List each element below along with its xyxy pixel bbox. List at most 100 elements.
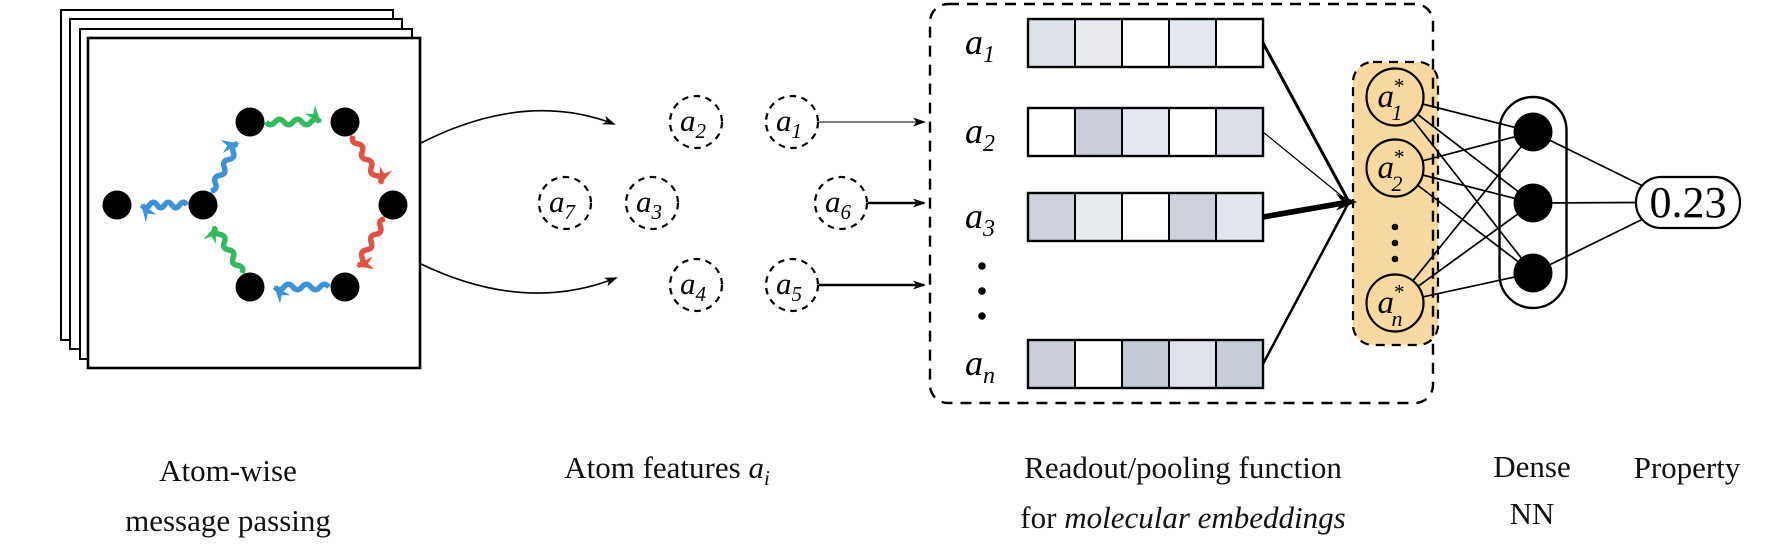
- embedding-row-label-sub: 1: [983, 42, 995, 68]
- curved-arrow-top: [420, 109, 616, 144]
- atom-feature-label: a6: [825, 184, 852, 224]
- atom-feature-circle: [764, 94, 820, 150]
- caption-readout-line2-italic: molecular embeddings: [1064, 500, 1346, 535]
- embedding-cell: [1074, 339, 1123, 389]
- embedding-row-label: a1: [965, 22, 995, 68]
- pooled-ellipsis-dot: [1391, 223, 1399, 231]
- embedding-cell: [1215, 107, 1264, 157]
- embedding-row-label-base: a: [965, 196, 983, 236]
- curved-arrow-bottom: [420, 263, 618, 294]
- caption-readout: Readout/pooling function for molecular e…: [953, 443, 1413, 543]
- atom-feature-label-base: a: [776, 266, 792, 301]
- embedding-row-label-base: a: [965, 343, 983, 383]
- embedding-cell: [1121, 192, 1170, 242]
- caption-atom-features-sub: i: [763, 466, 770, 491]
- pooled-label-base: a: [1378, 285, 1395, 321]
- atom-feature-label-sub: 3: [651, 200, 663, 224]
- caption-message-passing-line2: message passing: [125, 503, 331, 538]
- pooled-embeddings: a*1a*2a*n: [1351, 60, 1440, 347]
- embedding-cell: [1168, 18, 1217, 68]
- property-pill: [1634, 175, 1742, 230]
- output-line: [1532, 131, 1644, 187]
- pooled-circle: [1365, 273, 1425, 333]
- atom-feature-circle: [764, 257, 820, 313]
- atom-feature-label-sub: 4: [696, 282, 707, 306]
- pooled-circle-label: a*2: [1378, 145, 1405, 196]
- curved-arrows: [420, 109, 618, 294]
- embedding-row-label: an: [965, 343, 995, 389]
- embedding-cell: [1027, 339, 1076, 389]
- atom-feature-circle: [668, 94, 724, 150]
- pooled-label-sup: *: [1394, 145, 1405, 169]
- dense-node: [1513, 112, 1553, 152]
- atom-node: [378, 190, 408, 220]
- pooled-circle: [1365, 67, 1425, 127]
- atom-feature-label: a7: [549, 184, 577, 224]
- pooled-circle-label: a*n: [1378, 280, 1405, 331]
- atom-feature-label: a3: [636, 184, 662, 224]
- embedding-cell: [1168, 339, 1217, 389]
- nn-connection-line: [1417, 113, 1534, 204]
- atom-feature-circle: [624, 175, 680, 231]
- nn-connection-line: [1412, 131, 1534, 282]
- row-pooling-line: [1262, 199, 1350, 220]
- caption-atom-features-base: a: [748, 450, 764, 485]
- atom-feature-label-base: a: [680, 103, 696, 138]
- nn-connection-line: [1411, 118, 1534, 274]
- bond-arrow-blue: [272, 281, 332, 304]
- caption-dense-nn: Dense NN: [1432, 443, 1632, 537]
- atom-feature-label-base: a: [776, 103, 792, 138]
- dense-node: [1513, 183, 1553, 223]
- caption-property: Property: [1633, 450, 1741, 485]
- embedding-cell: [1215, 192, 1264, 242]
- row-pooling-line: [1262, 131, 1350, 203]
- pooled-label-base: a: [1378, 79, 1395, 115]
- property-output: 0.23: [1634, 175, 1742, 230]
- pooled-label-sup: *: [1394, 280, 1405, 304]
- readout-ellipsis-dot: [978, 287, 986, 295]
- embedding-row-label: a3: [965, 196, 995, 242]
- atom-node: [235, 272, 265, 302]
- pooled-label-base: a: [1378, 150, 1395, 186]
- pooled-ellipsis-dot: [1391, 255, 1399, 263]
- embedding-row-label-base: a: [965, 22, 983, 62]
- readout-box: [928, 2, 1435, 405]
- atom-feature-label-base: a: [825, 184, 841, 219]
- pooling-arrowhead: [1336, 193, 1357, 211]
- atom-node: [102, 190, 132, 220]
- embedding-cell: [1074, 18, 1123, 68]
- pooled-ellipsis-dot: [1391, 239, 1399, 247]
- caption-dense-line2: NN: [1509, 496, 1555, 531]
- pooled-label-sub: 2: [1392, 171, 1403, 196]
- dense-node: [1513, 253, 1553, 293]
- atom-nodes: [102, 107, 408, 302]
- atom-feature-circle: [813, 175, 869, 231]
- embedding-cell: [1215, 339, 1264, 389]
- caption-atom-features: Atom features ai: [517, 443, 817, 503]
- dense-nn: [1411, 95, 1644, 310]
- output-line: [1532, 218, 1644, 274]
- pooled-circle-label: a*1: [1378, 74, 1405, 125]
- pooled-label-sub: n: [1392, 306, 1403, 331]
- embedding-cell: [1121, 18, 1170, 68]
- atom-node: [330, 107, 360, 137]
- atom-feature-label-base: a: [636, 184, 652, 219]
- embedding-cell: [1027, 107, 1076, 157]
- embedding-row-label-sub: 3: [982, 216, 995, 242]
- atom-feature-label-sub: 1: [792, 119, 803, 143]
- embedding-cell: [1168, 192, 1217, 242]
- atom-feature-label-sub: 2: [696, 119, 707, 143]
- embedding-cell: [1074, 107, 1123, 157]
- embedding-cell: [1215, 18, 1264, 68]
- embedding-row-label-sub: 2: [983, 131, 995, 157]
- caption-dense-line1: Dense: [1493, 449, 1571, 484]
- atom-feature-label-sub: 7: [565, 200, 577, 224]
- atom-feature-circle: [668, 257, 724, 313]
- stacked-pages: [60, 9, 422, 370]
- readout-ellipsis-dot: [978, 312, 986, 320]
- embedding-cell: [1121, 107, 1170, 157]
- page-sheet: [86, 36, 422, 370]
